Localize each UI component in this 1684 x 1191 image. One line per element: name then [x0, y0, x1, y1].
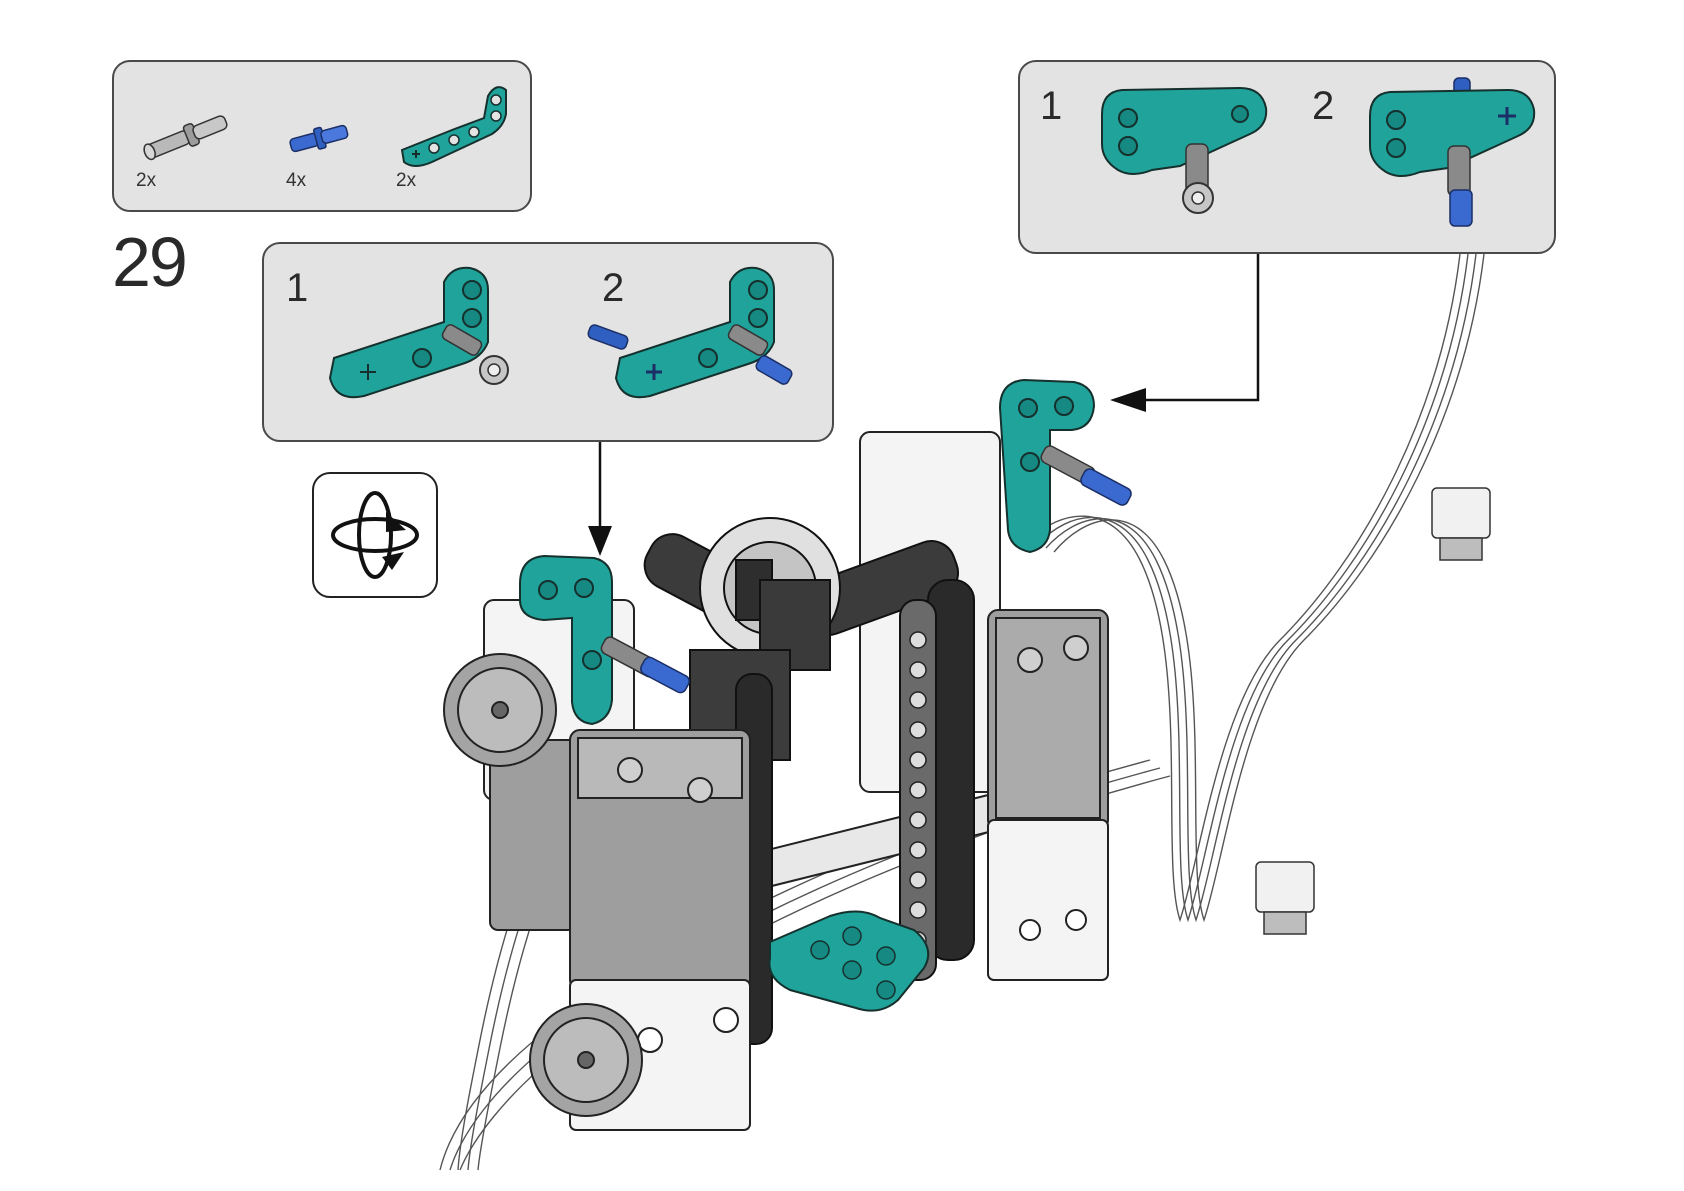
l-beam-with-pin-icon [328, 266, 509, 399]
l-beam-teal-icon [400, 86, 507, 167]
substep-label: 2 [602, 266, 625, 310]
rotate-model-icon [312, 472, 438, 598]
step-number: 29 [112, 223, 188, 301]
l-beam-with-pins-icon [587, 266, 793, 399]
substep-label: 1 [286, 266, 309, 310]
subassembly-callout-left: 1 2 [262, 242, 834, 442]
substep-label: 2 [1312, 84, 1335, 128]
l-beam-with-pins-icon [1369, 77, 1536, 227]
substep-label: 1 [1040, 84, 1063, 128]
axle-pin-blue-icon [289, 124, 349, 153]
friction-axle-pin-gray-icon [143, 115, 228, 161]
part-quantity: 2x [136, 170, 157, 191]
part-quantity: 2x [396, 170, 417, 191]
parts-list-panel: 2x 4x 2x [112, 60, 532, 212]
subassembly-callout-right: 1 2 [1018, 60, 1556, 254]
part-quantity: 4x [286, 170, 307, 191]
l-beam-with-pin-icon [1101, 86, 1268, 214]
